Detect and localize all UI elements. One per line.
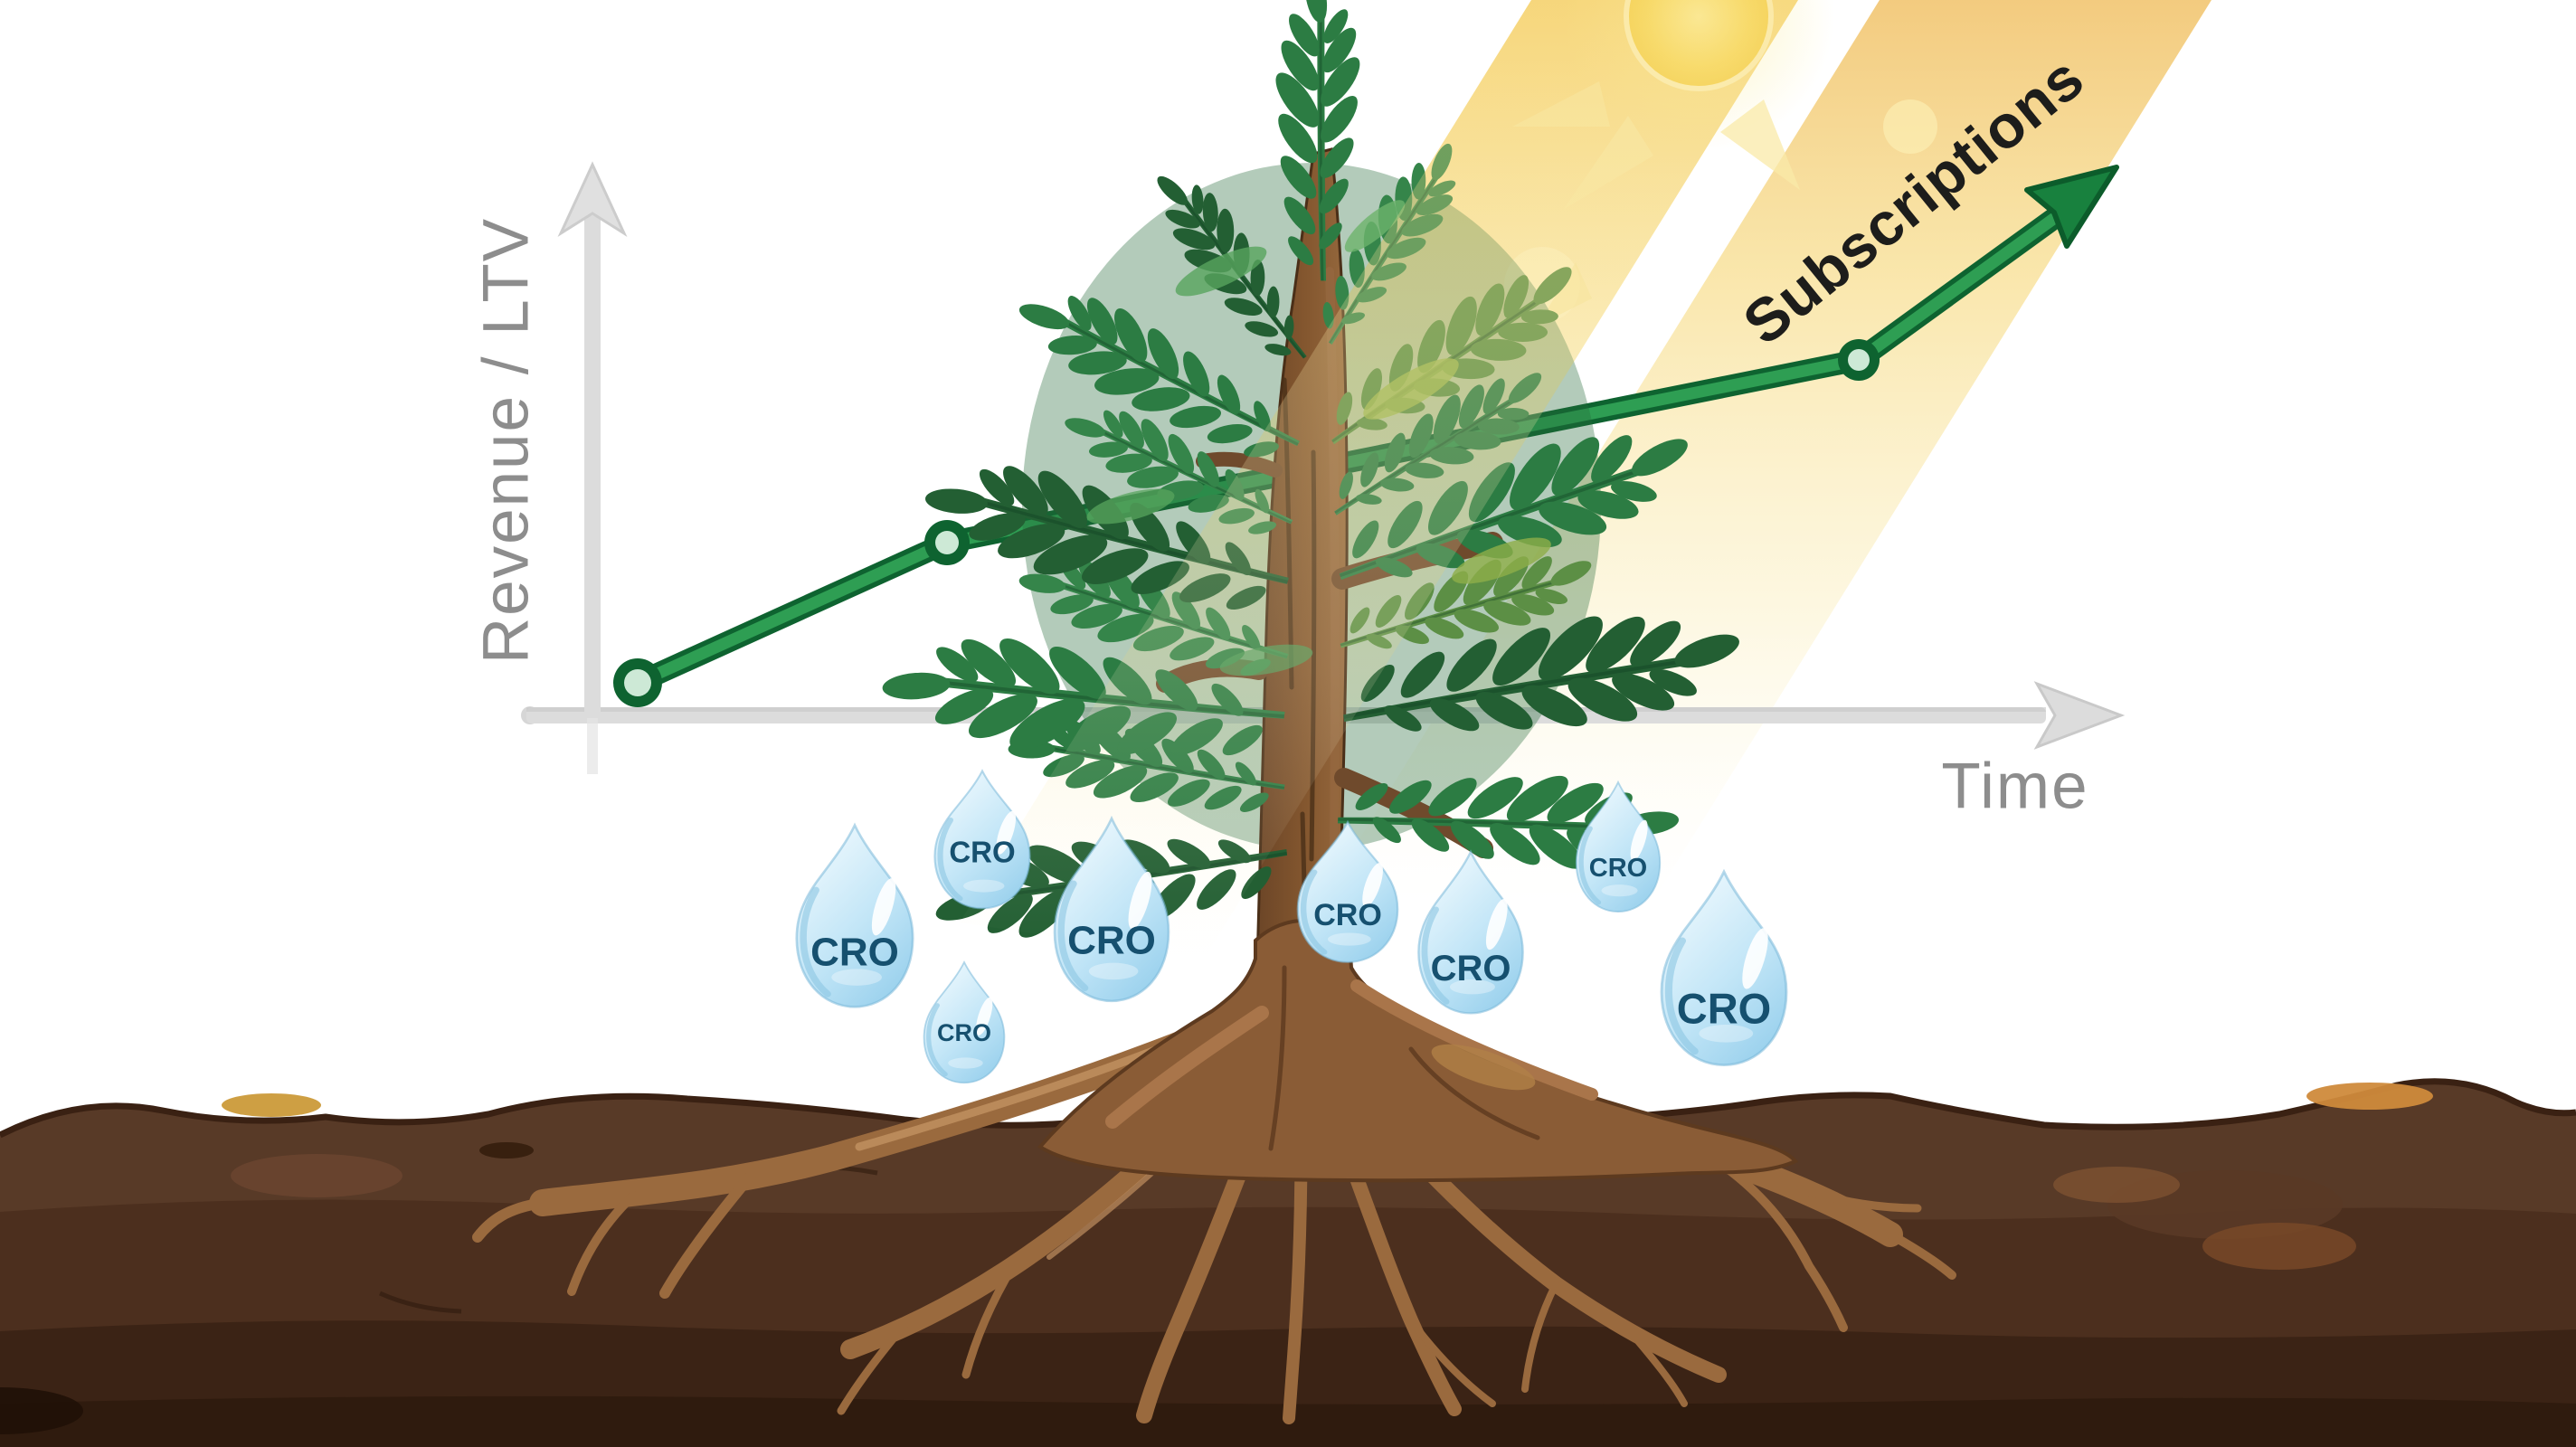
soil-gold-patch xyxy=(2306,1083,2433,1110)
beam-sparkle xyxy=(1883,99,1937,154)
cro-droplet: CRO xyxy=(935,771,1030,909)
soil-patch xyxy=(231,1154,402,1197)
cro-droplet-label: CRO xyxy=(1313,898,1382,932)
data-point xyxy=(1838,339,1880,381)
leaf-highlight xyxy=(1344,200,1406,252)
y-axis-arrowhead xyxy=(557,161,628,237)
cro-droplet: CRO xyxy=(1055,818,1169,1001)
soil-pebble xyxy=(479,1142,534,1159)
soil-shadow-blob xyxy=(0,1387,83,1434)
y-axis xyxy=(584,215,601,718)
cro-droplet-label: CRO xyxy=(949,836,1015,869)
cro-droplet: CRO xyxy=(1298,822,1397,962)
sunbeam-overlay xyxy=(960,0,1798,959)
data-point xyxy=(613,658,662,707)
root-flare xyxy=(1037,918,1799,1183)
leaf-highlight xyxy=(1086,488,1175,525)
cro-droplet-label: CRO xyxy=(1431,949,1511,988)
leaf-highlight xyxy=(1175,246,1267,297)
cro-droplet: CRO xyxy=(1662,872,1786,1065)
cro-droplet-label: CRO xyxy=(1067,919,1156,963)
cro-droplet-label: CRO xyxy=(810,931,899,975)
cro-droplet: CRO xyxy=(1418,852,1522,1013)
leaf-highlight xyxy=(1452,537,1551,584)
growth-line-arrowhead xyxy=(2024,165,2119,249)
data-point xyxy=(924,520,970,565)
tree xyxy=(870,0,1798,1034)
y-axis-label: Revenue / LTV xyxy=(471,217,543,664)
cro-droplet-label: CRO xyxy=(1589,854,1647,883)
y-axis-tail xyxy=(587,718,598,774)
x-axis-label: Time xyxy=(1941,752,2088,823)
cro-droplet-label: CRO xyxy=(937,1019,991,1046)
cro-droplet-label: CRO xyxy=(1677,985,1771,1033)
soil-patch xyxy=(2053,1167,2180,1203)
soil-gold-patch xyxy=(222,1093,321,1117)
cro-droplets: CRO CRO CRO CRO CRO CRO CRO CRO xyxy=(797,771,1786,1083)
sun-ray xyxy=(1720,99,1800,190)
x-axis-arrowhead xyxy=(2033,681,2126,750)
cro-droplet: CRO xyxy=(924,962,1005,1083)
cro-droplet: CRO xyxy=(797,826,913,1007)
cro-droplet: CRO xyxy=(1577,782,1660,912)
soil-patch xyxy=(2202,1223,2356,1270)
